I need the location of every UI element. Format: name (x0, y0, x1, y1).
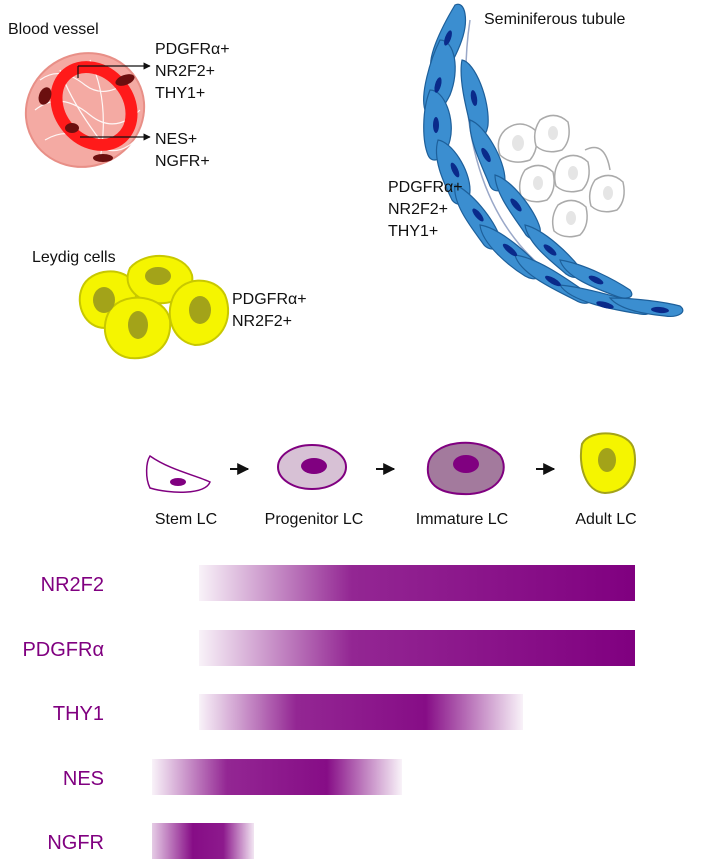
bar-label-thy1: THY1 (53, 703, 104, 725)
expression-bar-nes (152, 759, 402, 795)
vessel-marker-pdgfra: PDGFRα+ (155, 41, 230, 58)
immature-lc-cell-icon (426, 441, 505, 496)
vessel-marker-nr2f2: NR2F2+ (155, 63, 215, 80)
vessel-marker-thy1: THY1+ (155, 85, 205, 102)
blood-vessel-title: Blood vessel (8, 21, 99, 38)
leydig-title: Leydig cells (32, 249, 116, 266)
expression-bar-row: NES (63, 759, 402, 795)
seminiferous-tubule-illustration (423, 3, 684, 317)
leydig-marker-pdgfra: PDGFRα+ (232, 291, 307, 308)
expression-bar-row: NGFR (47, 823, 254, 859)
tubule-marker-pdgfra: PDGFRα+ (388, 179, 463, 196)
expression-bar-thy1 (199, 694, 523, 730)
expression-bars: NR2F2 PDGFRα THY1 NES NGFR (22, 565, 635, 859)
leydig-cells-panel: Leydig cells PDGFRα+ NR2F2+ (32, 249, 307, 360)
stage-label-stem: Stem LC (155, 511, 217, 528)
expression-bar-row: THY1 (53, 694, 523, 730)
tubule-marker-thy1: THY1+ (388, 223, 438, 240)
bar-label-pdgfra: PDGFRα (22, 639, 104, 661)
vessel-marker-nes: NES+ (155, 131, 197, 148)
progenitor-lc-cell-icon (277, 444, 347, 490)
expression-bar-row: PDGFRα (22, 630, 635, 666)
expression-bar-nr2f2 (199, 565, 635, 601)
stem-lc-cell-icon (145, 454, 211, 493)
blood-vessel-panel: Blood vessel PDGFRα+ NR2F2+ THY1+ NES+ N… (8, 21, 230, 170)
stage-label-adult: Adult LC (575, 511, 636, 528)
bar-label-nr2f2: NR2F2 (41, 574, 104, 596)
bar-label-nes: NES (63, 768, 104, 790)
seminiferous-tubule-panel: Seminiferous tubule (388, 3, 684, 317)
expression-bar-ngfr (152, 823, 254, 859)
stage-label-progenitor: Progenitor LC (265, 511, 364, 528)
stage-label-immature: Immature LC (416, 511, 508, 528)
lineage-row: Stem LC Progenitor LC Immature LC Adult … (145, 432, 637, 528)
tubule-title: Seminiferous tubule (484, 11, 626, 28)
leydig-marker-nr2f2: NR2F2+ (232, 313, 292, 330)
adult-lc-cell-icon (579, 432, 636, 495)
bar-label-ngfr: NGFR (47, 832, 104, 854)
blood-vessel-illustration (24, 52, 146, 168)
expression-bar-pdgfra (199, 630, 635, 666)
tubule-marker-nr2f2: NR2F2+ (388, 201, 448, 218)
expression-bar-row: NR2F2 (41, 565, 635, 601)
vessel-marker-ngfr: NGFR+ (155, 153, 210, 170)
